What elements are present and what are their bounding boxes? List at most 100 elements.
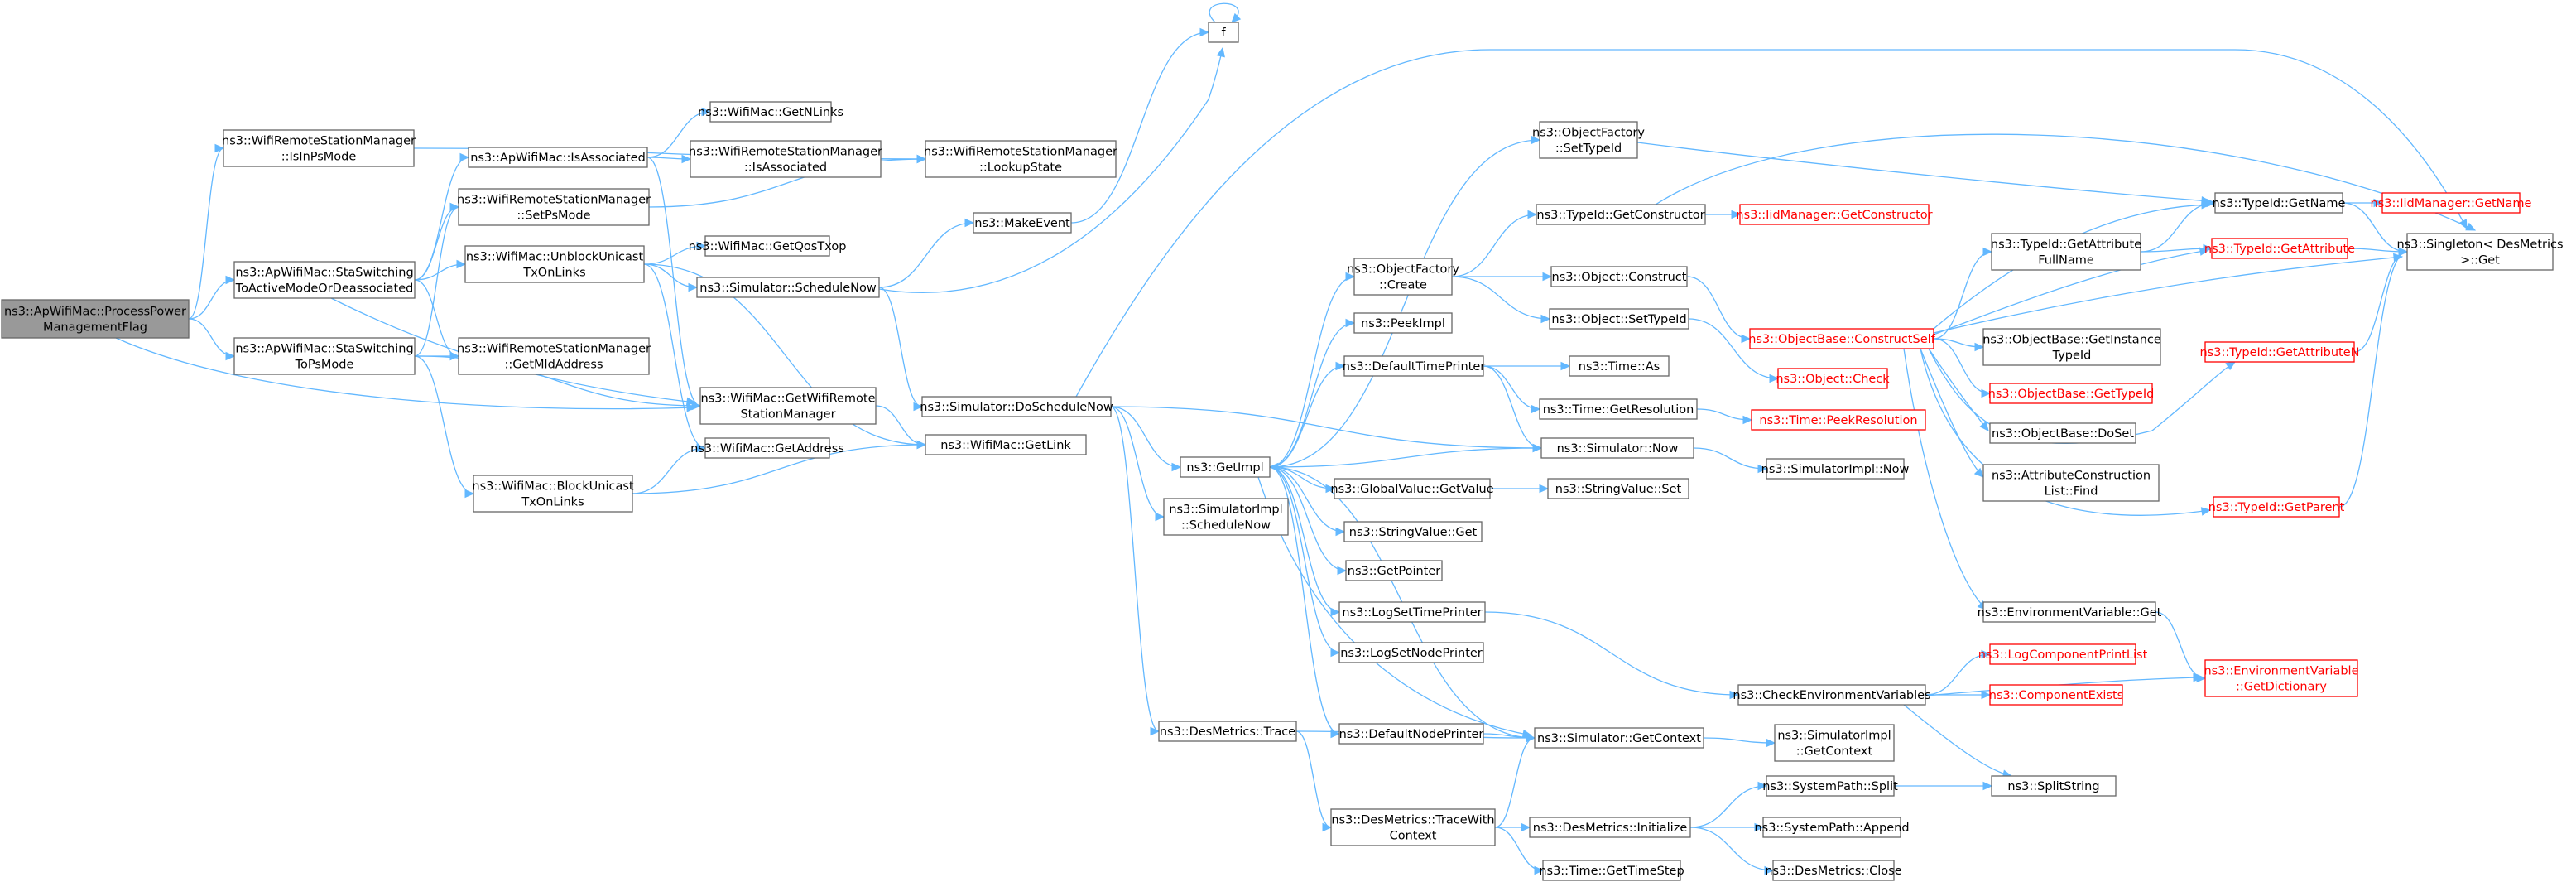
node-label: f [1221, 27, 1226, 40]
node-label: ::Create [1379, 279, 1427, 292]
edge-line [643, 263, 926, 446]
node-getPtr[interactable]: ns3::GetPointer [1345, 560, 1443, 581]
node-staActive[interactable]: ns3::ApWifiMac::StaSwitchingToActiveMode… [233, 261, 416, 299]
edge-line [1070, 31, 1209, 224]
node-iidCtor[interactable]: ns3::IidManager::GetConstructor [1736, 204, 1933, 225]
node-obGetTid[interactable]: ns3::ObjectBase::GetTypeId [1988, 383, 2155, 404]
node-svGet[interactable]: ns3::StringValue::Get [1343, 521, 1483, 542]
node-timeStep[interactable]: ns3::Time::GetTimeStep [1539, 860, 1684, 881]
node-tidGetAttrN[interactable]: ns3::TypeId::GetAttributeN [2199, 341, 2360, 363]
node-getLink[interactable]: ns3::WifiMac::GetLink [925, 434, 1087, 455]
node-getImpl[interactable]: ns3::GetImpl [1180, 456, 1271, 478]
node-singleton[interactable]: ns3::Singleton< DesMetrics >::Get [2396, 233, 2564, 271]
node-label: >::Get [2460, 254, 2500, 267]
node-box [696, 277, 880, 298]
node-objCheck[interactable]: ns3::Object::Check [1776, 368, 1890, 389]
edge-arrowhead [1337, 566, 1348, 576]
node-simNow[interactable]: ns3::Simulator::Now [1540, 437, 1694, 459]
edge-arrowhead [1335, 361, 1346, 371]
node-getNLinks[interactable]: ns3::WifiMac::GetNLinks [698, 101, 843, 123]
node-label: ns3::GetPointer [1348, 565, 1441, 578]
node-getQos[interactable]: ns3::WifiMac::GetQosTxop [689, 235, 847, 257]
node-implGetCtx[interactable]: ns3::SimulatorImpl::GetContext [1774, 724, 1895, 762]
edge-arrowhead [964, 218, 975, 228]
node-f[interactable]: f [1208, 22, 1239, 43]
edge-line [1933, 249, 2209, 335]
node-implSched[interactable]: ns3::SimulatorImpl::ScheduleNow [1163, 498, 1289, 536]
node-objSetTid[interactable]: ns3::Object::SetTypeId [1549, 308, 1689, 330]
node-objConstruct[interactable]: ns3::Object::Construct [1550, 266, 1688, 287]
node-defTime[interactable]: ns3::DefaultTimePrinter [1343, 355, 1485, 377]
node-label: ns3::Object::Construct [1552, 271, 1687, 284]
node-logTime[interactable]: ns3::LogSetTimePrinter [1338, 601, 1486, 623]
node-svSet[interactable]: ns3::StringValue::Set [1547, 478, 1689, 499]
edge-line [2338, 251, 2408, 508]
edge-constructSelf-to-obGetInst [1933, 338, 1985, 352]
node-makeEvent[interactable]: ns3::MakeEvent [973, 212, 1072, 234]
node-label: ::ScheduleNow [1181, 519, 1271, 533]
node-tidGetCtor[interactable]: ns3::TypeId::GetConstructor [1536, 204, 1706, 225]
node-logNode[interactable]: ns3::LogSetNodePrinter [1338, 642, 1484, 663]
edge-line [1269, 276, 1355, 468]
node-box [1989, 643, 2136, 665]
node-tidGetName[interactable]: ns3::TypeId::GetName [2213, 192, 2346, 214]
node-box [233, 337, 416, 375]
node-compExists[interactable]: ns3::ComponentExists [1989, 684, 2124, 706]
node-ofSetTid[interactable]: ns3::ObjectFactory::SetTypeId [1532, 121, 1645, 159]
node-envGet[interactable]: ns3::EnvironmentVariable::Get [1978, 601, 2162, 623]
node-splitStr[interactable]: ns3::SplitString [1991, 775, 2117, 797]
node-getMld[interactable]: ns3::WifiRemoteStationManager::GetMldAdd… [457, 337, 651, 375]
edge-staActive-to-getMld [414, 279, 460, 361]
node-logList[interactable]: ns3::LogComponentPrintList [1978, 643, 2148, 665]
node-desTrace[interactable]: ns3::DesMetrics::Trace [1158, 721, 1297, 742]
node-ofCreate[interactable]: ns3::ObjectFactory::Create [1347, 258, 1459, 296]
node-rsmIsAssoc[interactable]: ns3::WifiRemoteStationManager::IsAssocia… [689, 140, 882, 178]
node-tidGetParent[interactable]: ns3::TypeId::GetParent [2208, 496, 2345, 518]
edge-arrowhead [1973, 467, 1984, 478]
edge-arrowhead [1534, 865, 1545, 875]
node-getRsm[interactable]: ns3::WifiMac::GetWifiRemoteStationManage… [699, 387, 877, 425]
node-gvGet[interactable]: ns3::GlobalValue::GetValue [1330, 478, 1494, 499]
node-constructSelf[interactable]: ns3::ObjectBase::ConstructSelf [1748, 328, 1936, 349]
node-desInit[interactable]: ns3::DesMetrics::Initialize [1529, 817, 1691, 838]
node-timeRes[interactable]: ns3::Time::GetResolution [1539, 398, 1698, 420]
node-checkEnv[interactable]: ns3::CheckEnvironmentVariables [1733, 684, 1931, 706]
node-schedNow[interactable]: ns3::Simulator::ScheduleNow [696, 277, 880, 298]
node-defNode[interactable]: ns3::DefaultNodePrinter [1338, 723, 1484, 745]
node-root[interactable]: ns3::ApWifiMac::ProcessPowerManagementFl… [1, 299, 190, 339]
edge-arrowhead [1769, 374, 1780, 383]
edge-arrowhead [1521, 822, 1531, 832]
node-implNow[interactable]: ns3::SimulatorImpl::Now [1761, 458, 1910, 480]
node-timeAs[interactable]: ns3::Time::As [1569, 355, 1670, 377]
edge-arrowhead [456, 259, 467, 269]
node-peekRes[interactable]: ns3::Time::PeekResolution [1751, 409, 1926, 431]
edge-arrowhead [214, 143, 225, 153]
node-obDoSet[interactable]: ns3::ObjectBase::DoSet [1989, 422, 2136, 444]
node-box [699, 387, 877, 425]
node-peekImpl[interactable]: ns3::PeekImpl [1353, 312, 1453, 334]
node-spAppend[interactable]: ns3::SystemPath::Append [1754, 817, 1910, 838]
node-getAddr[interactable]: ns3::WifiMac::GetAddress [690, 437, 844, 459]
node-lookup[interactable]: ns3::WifiRemoteStationManager::LookupSta… [924, 140, 1117, 178]
edge-line [1269, 466, 1335, 489]
node-envDict[interactable]: ns3::EnvironmentVariable::GetDictionary [2204, 659, 2359, 697]
node-apIsAssoc[interactable]: ns3::ApWifiMac::IsAssociated [468, 147, 648, 168]
edge-arrowhead [1542, 272, 1553, 282]
node-iidGetName[interactable]: ns3::IidManager::GetName [2371, 192, 2532, 214]
node-spSplit[interactable]: ns3::SystemPath::Split [1762, 775, 1898, 797]
node-label: ns3::WifiRemoteStationManager [222, 135, 416, 148]
node-simGetCtx[interactable]: ns3::Simulator::GetContext [1534, 727, 1704, 749]
edge-defTime-to-timeRes [1483, 365, 1541, 414]
node-desClose[interactable]: ns3::DesMetrics::Close [1765, 860, 1902, 881]
node-isInPs[interactable]: ns3::WifiRemoteStationManager::IsInPsMod… [222, 129, 416, 167]
node-tidGetAttr[interactable]: ns3::TypeId::GetAttribute [2204, 238, 2355, 259]
node-setPs[interactable]: ns3::WifiRemoteStationManager::SetPsMode [457, 188, 651, 226]
node-doSched[interactable]: ns3::Simulator::DoScheduleNow [920, 396, 1113, 417]
